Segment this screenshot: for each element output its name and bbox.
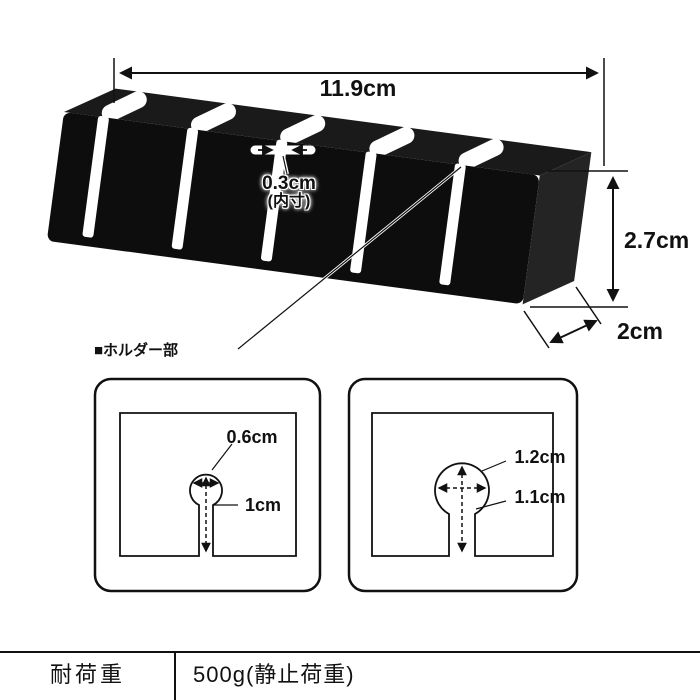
top-slot-cutouts <box>101 91 504 170</box>
slot-width-label: 0.3cm <box>262 173 316 194</box>
spec-table-rules <box>0 651 700 700</box>
spec-table-value: 500g(静止荷重) <box>193 662 355 687</box>
holder-leader-line <box>237 165 462 351</box>
left-detail-width-label: 0.6cm <box>226 427 278 447</box>
large-slot-cross-section <box>371 412 554 557</box>
small-slot-cross-section <box>119 412 297 557</box>
product-end-face <box>522 152 592 305</box>
left-detail-height-label: 1cm <box>244 495 282 515</box>
cable-holder-illustration <box>47 88 592 305</box>
width-dimension-arrow <box>113 58 605 166</box>
right-detail-height-label: 1.1cm <box>514 487 566 507</box>
product-front-face <box>47 112 539 304</box>
holder-section-label: ■ホルダー部 <box>94 342 179 359</box>
front-slot-gaps <box>82 115 466 286</box>
width-dimension-label: 11.9cm <box>319 75 397 101</box>
slot-width-note: (内寸) <box>267 193 311 210</box>
depth-dimension-arrow <box>523 286 602 349</box>
product-top-face <box>64 88 592 176</box>
right-detail-box <box>347 377 579 593</box>
right-detail-width-label: 1.2cm <box>514 447 566 467</box>
depth-dimension-label: 2cm <box>616 318 664 344</box>
height-dimension-arrow <box>530 170 628 308</box>
spec-table-label: 耐荷重 <box>49 662 125 687</box>
left-detail-box <box>93 377 322 593</box>
slot-width-arrows <box>250 144 316 175</box>
height-dimension-label: 2.7cm <box>624 227 690 253</box>
